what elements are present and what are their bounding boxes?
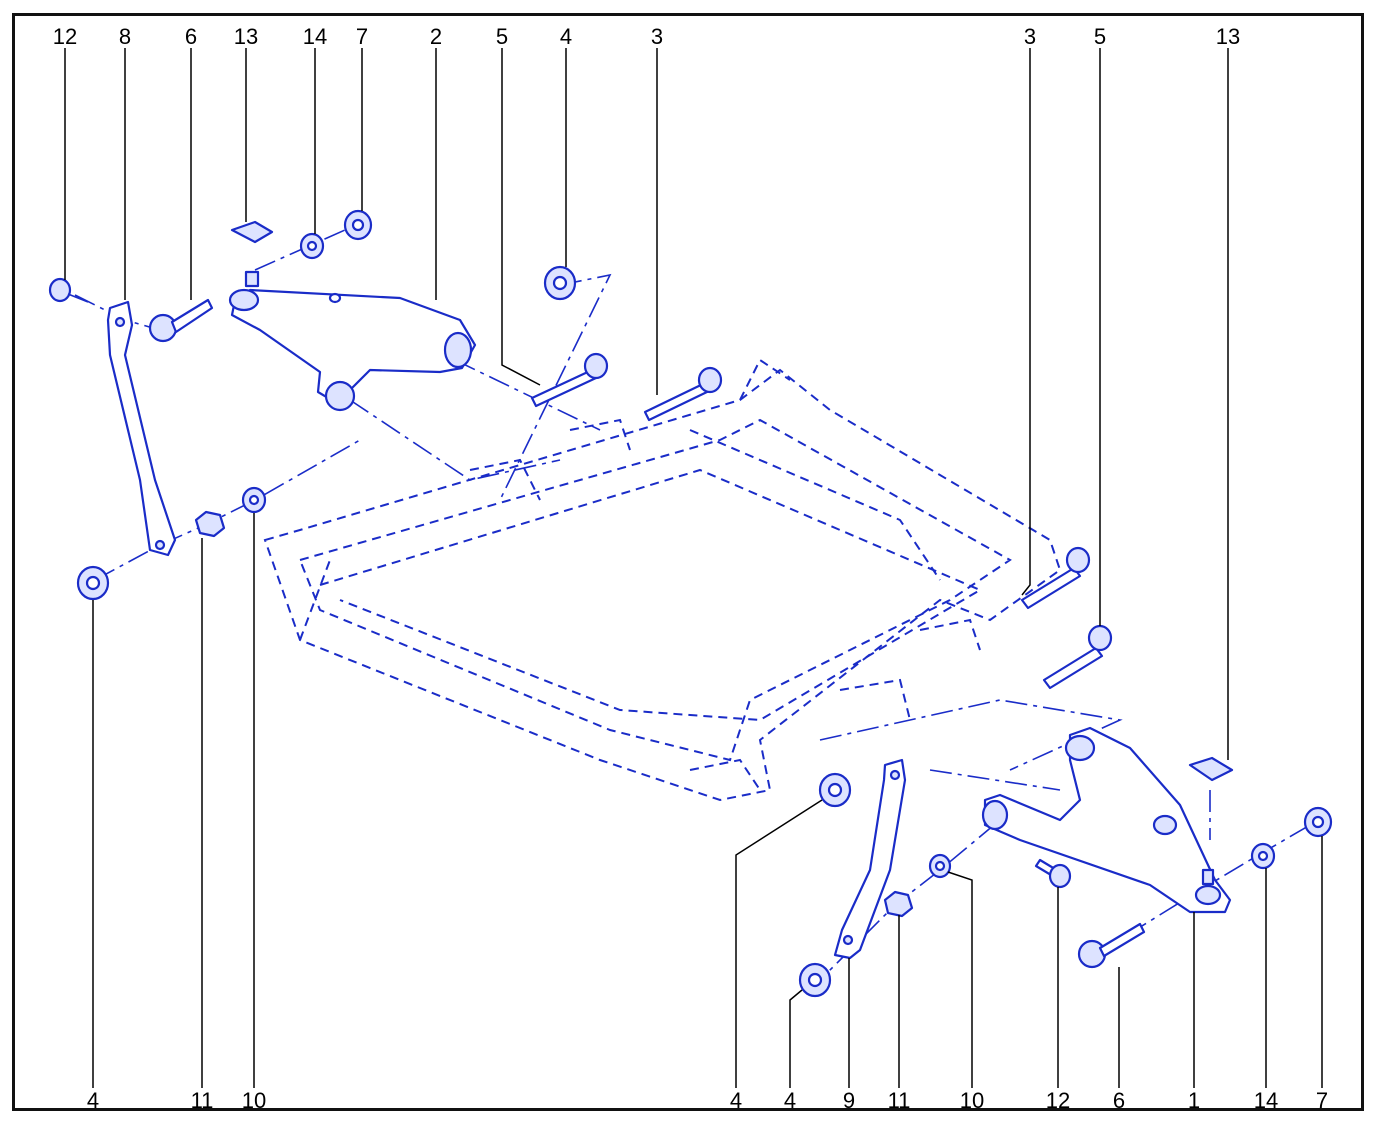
callout-12-bottom: 12 bbox=[1046, 1088, 1070, 1113]
callout-13-top-right: 13 bbox=[1216, 24, 1240, 49]
callout-8-top: 8 bbox=[119, 24, 131, 49]
stabilizer-link-right bbox=[833, 758, 907, 960]
callout-5-top-right: 5 bbox=[1094, 24, 1106, 49]
callout-4-top: 4 bbox=[560, 24, 572, 49]
upper-control-arm bbox=[228, 270, 477, 412]
callout-12-top-left: 12 bbox=[53, 24, 77, 49]
callout-10-bottom-left: 10 bbox=[242, 1088, 266, 1113]
stabilizer-link-left bbox=[106, 300, 177, 557]
callout-7-bottom: 7 bbox=[1316, 1088, 1328, 1113]
callout-2-top: 2 bbox=[430, 24, 442, 49]
callout-4-bottom-a: 4 bbox=[730, 1088, 742, 1113]
callout-4-bottom-left: 4 bbox=[87, 1088, 99, 1113]
callout-3-top-right: 3 bbox=[1024, 24, 1036, 49]
callout-5-top-left: 5 bbox=[496, 24, 508, 49]
bottom-callouts: 4 11 10 4 4 9 11 10 12 6 1 14 7 bbox=[87, 1088, 1328, 1113]
callout-11-bottom-left: 11 bbox=[191, 1088, 214, 1113]
callout-9-bottom: 9 bbox=[843, 1088, 855, 1113]
assembly-axis-lines bbox=[74, 229, 1311, 991]
callout-11-bottom-right: 11 bbox=[888, 1088, 911, 1113]
callout-1-bottom: 1 bbox=[1188, 1088, 1200, 1113]
lock-plate-group bbox=[230, 220, 1234, 782]
washer-group bbox=[241, 232, 1276, 879]
callout-14-bottom: 14 bbox=[1254, 1088, 1278, 1113]
callout-10-bottom-right: 10 bbox=[960, 1088, 984, 1113]
callout-6-top-left: 6 bbox=[185, 24, 197, 49]
leader-lines bbox=[64, 48, 1323, 1088]
diagram-frame bbox=[12, 13, 1364, 1111]
callout-14-top-left: 14 bbox=[303, 24, 327, 49]
callout-6-bottom: 6 bbox=[1113, 1088, 1125, 1113]
lower-control-arm bbox=[981, 726, 1232, 914]
callout-13-top-left: 13 bbox=[234, 24, 258, 49]
callout-7-top-left: 7 bbox=[356, 24, 368, 49]
link-nut-group bbox=[194, 510, 914, 918]
bolt-group bbox=[48, 277, 1146, 969]
subframe-outline bbox=[263, 358, 1062, 802]
flange-nut-group bbox=[76, 209, 1333, 998]
callout-3-top-left: 3 bbox=[651, 24, 663, 49]
callout-4-bottom-b: 4 bbox=[784, 1088, 796, 1113]
top-callouts: 12 8 6 13 14 7 2 5 4 3 3 5 13 bbox=[53, 24, 1240, 49]
